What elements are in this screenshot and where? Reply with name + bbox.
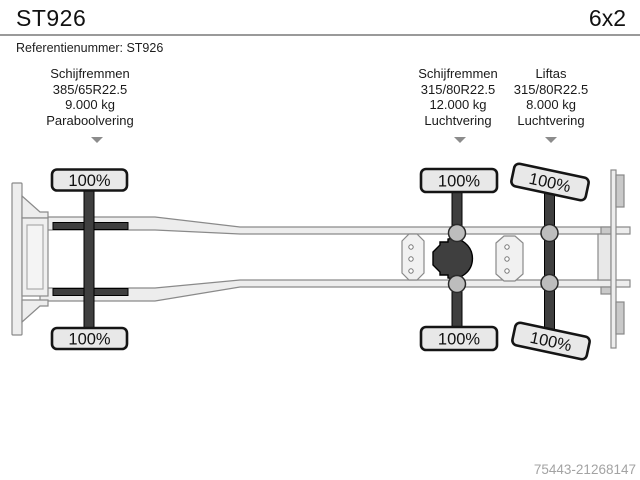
front-axle-brakes: Schijfremmen [50, 66, 130, 81]
wheel-lift-bottom: 100% [511, 321, 591, 361]
rear-tab-bottom [600, 286, 612, 295]
front-axle-bar [83, 173, 95, 347]
wheel-load-label: 100% [68, 172, 111, 190]
down-arrow-icon [544, 137, 557, 143]
front-axle-suspension: Paraboolvering [46, 112, 134, 128]
air-bellow [447, 274, 467, 294]
front-crossmember-inner [26, 224, 44, 290]
wheel-front-top: 100% [50, 168, 129, 192]
wheel-load-label: 100% [438, 331, 481, 349]
drive-axle-load: 12.000 kg [429, 97, 487, 112]
wheel-front-bottom: 100% [50, 326, 129, 351]
rear-tab-top [600, 226, 612, 235]
lift-axle-suspension: Luchtvering [517, 112, 585, 128]
rear-bracket-bottom [615, 301, 625, 335]
drive-axle-suspension: Luchtvering [424, 112, 492, 128]
reference-number: Referentienummer: ST926 [16, 41, 164, 55]
differential [432, 237, 474, 280]
air-bellow [540, 273, 559, 293]
lift-axle-type: Liftas [535, 66, 567, 81]
lift-axle-load: 8.000 kg [526, 97, 576, 112]
front-axle-tires: 385/65R22.5 [52, 81, 128, 97]
front-bumper-brace-top [21, 194, 49, 219]
lift-axle-annotation: Liftas 315/80R22.5 8.000 kg Luchtvering [471, 66, 631, 128]
down-arrow-icon [90, 137, 103, 143]
crossmember-panel-1 [401, 233, 425, 281]
front-axle-annotation: Schijfremmen 385/65R22.5 9.000 kg Parabo… [10, 66, 170, 128]
drive-axle-tires: 315/80R22.5 [420, 81, 496, 97]
drive-axle-annotation: Schijfremmen 315/80R22.5 12.000 kg Lucht… [378, 66, 538, 128]
listing-id: 75443-21268147 [533, 462, 636, 477]
front-bumper [11, 182, 23, 336]
wheel-load-label: 100% [438, 173, 481, 191]
down-arrow-icon [453, 137, 466, 143]
front-axle-load: 9.000 kg [65, 97, 115, 112]
air-bellow [540, 223, 559, 243]
lift-axle-bar [544, 173, 555, 347]
rear-crossmember [597, 233, 612, 281]
drive-configuration: 6x2 [588, 5, 626, 31]
wheel-lift-top: 100% [510, 162, 590, 202]
rear-bracket-top [615, 174, 625, 208]
wheel-load-label: 100% [68, 331, 111, 349]
panel-holes [408, 244, 510, 274]
header-divider [0, 34, 640, 36]
wheel-drive-bottom: 100% [419, 325, 499, 352]
front-bumper-brace-bottom [21, 299, 49, 324]
lift-axle-tires: 315/80R22.5 [513, 81, 589, 97]
frame-rail-bottom [39, 279, 631, 302]
rear-underrun-bar [610, 169, 617, 349]
wheel-drive-top: 100% [419, 167, 499, 194]
page-title: ST926 [16, 5, 87, 31]
air-bellow [447, 223, 467, 243]
drive-axle-brakes: Schijfremmen [418, 66, 498, 81]
